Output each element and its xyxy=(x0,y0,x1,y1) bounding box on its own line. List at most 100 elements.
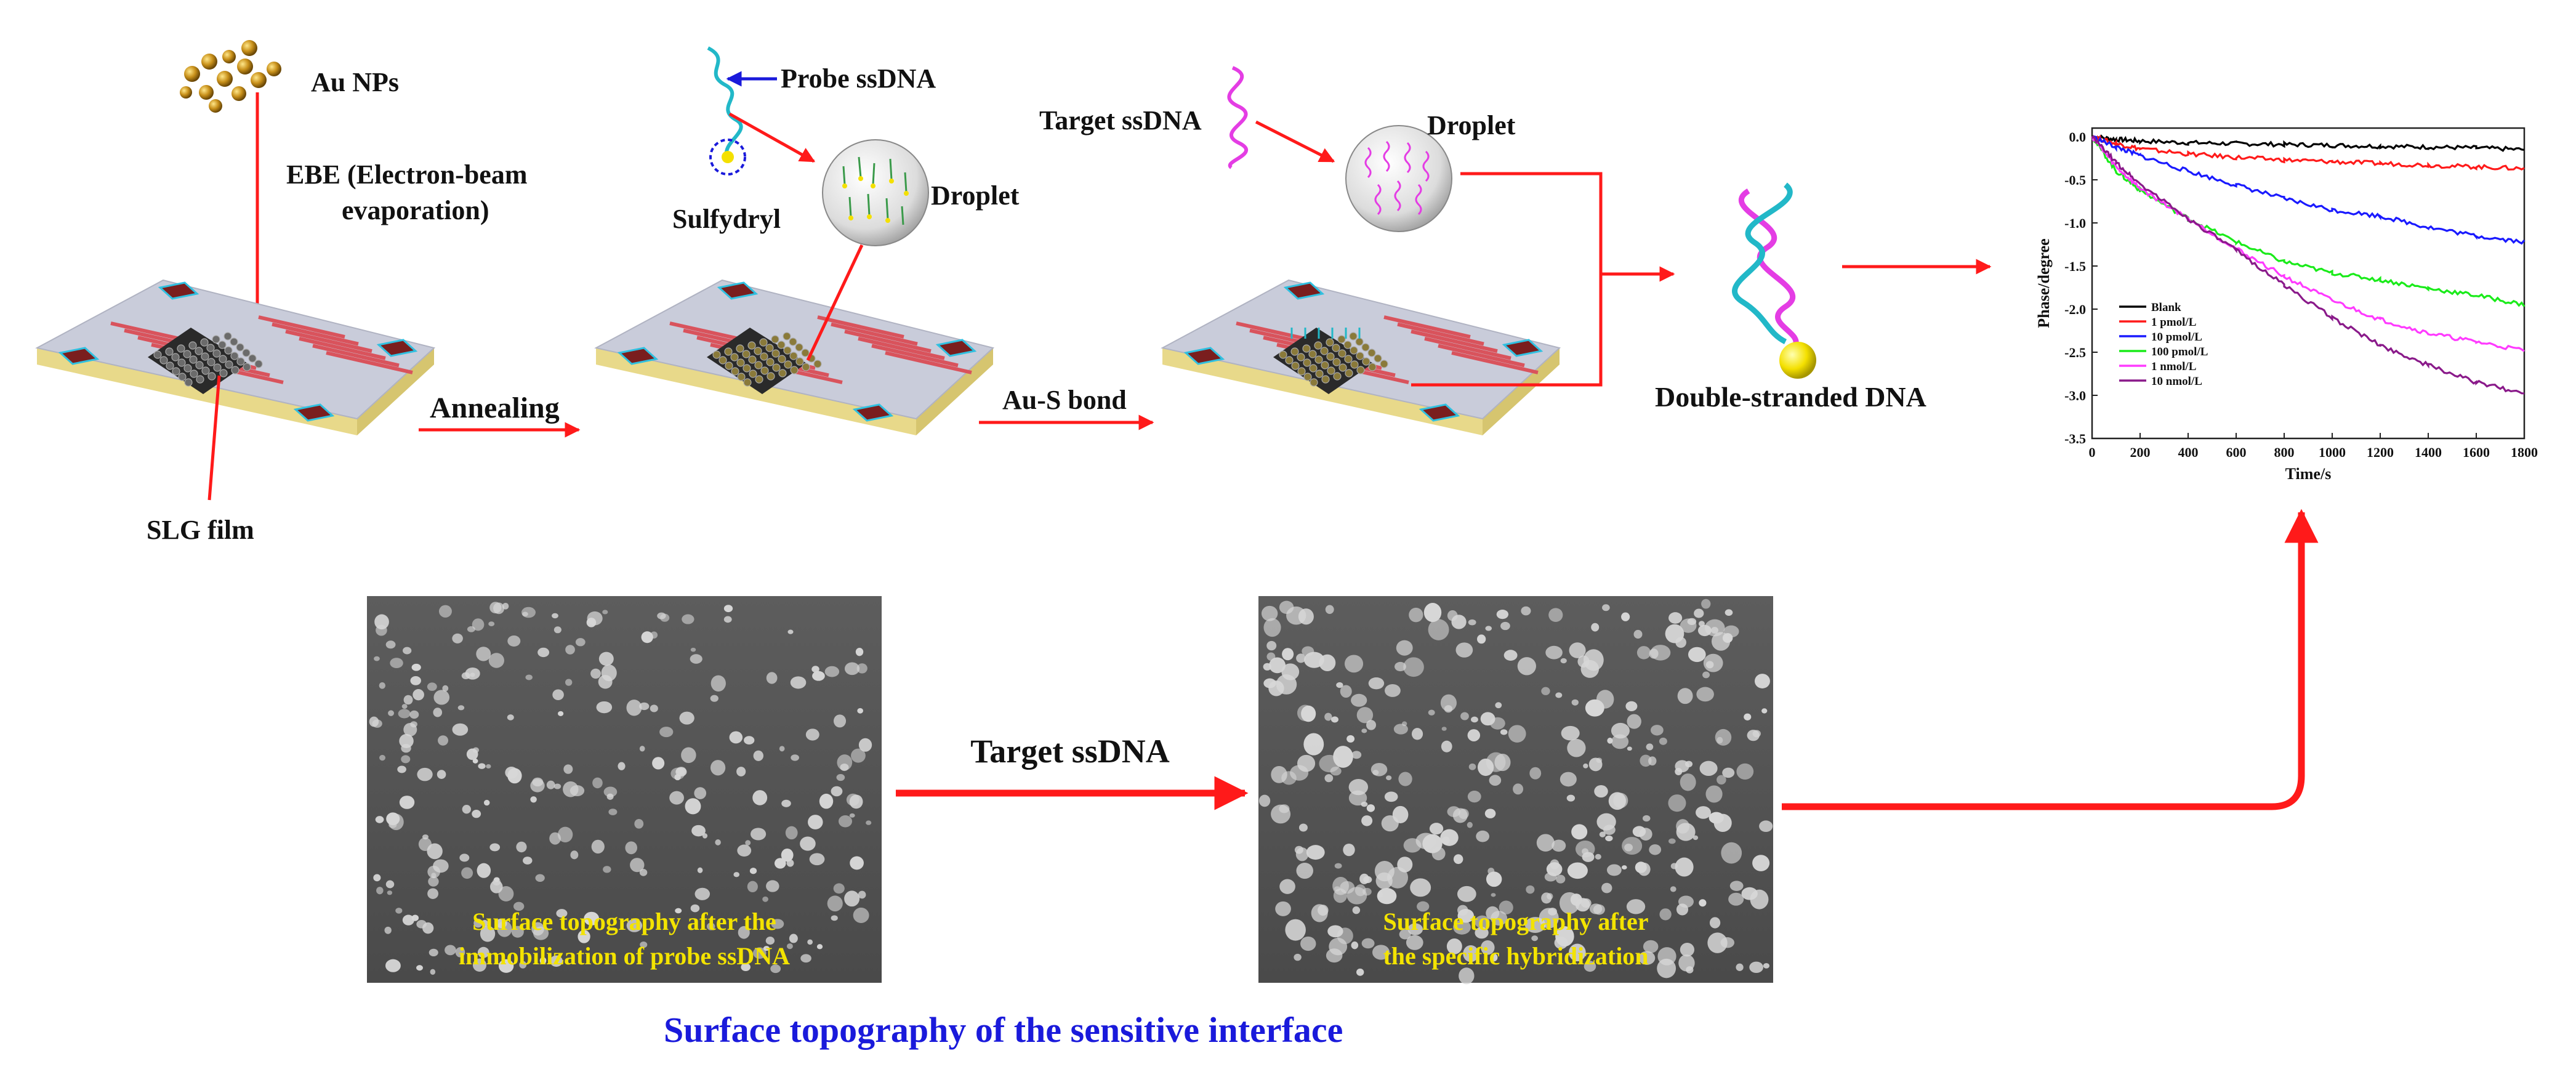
graphene-hexagon xyxy=(190,369,198,378)
sem-particle xyxy=(1332,877,1350,895)
sem-particle xyxy=(1440,829,1459,846)
graphene-hexagon xyxy=(1362,357,1371,366)
graphene-hexagon xyxy=(224,346,233,355)
graphene-hexagon xyxy=(1327,366,1335,375)
sem-particle xyxy=(1642,815,1651,822)
sem-particle xyxy=(765,937,775,945)
sem-particle xyxy=(831,915,838,921)
sem-particle xyxy=(507,635,521,647)
graphene-hexagon xyxy=(718,356,727,365)
sem-particle xyxy=(639,746,645,752)
sem-particle xyxy=(472,810,481,818)
sem-particle xyxy=(445,945,456,956)
sem-image-hybridized xyxy=(1258,596,1773,985)
sem-particle xyxy=(781,848,794,862)
sem-particle xyxy=(694,787,707,799)
sem-particle xyxy=(786,943,793,950)
sem-particle xyxy=(1361,728,1367,733)
sem-particle xyxy=(807,939,813,945)
electrode-finger xyxy=(871,344,959,368)
sem-particle xyxy=(385,640,396,649)
sem-particle xyxy=(1649,844,1662,855)
sem-particle xyxy=(682,614,694,624)
sem-particle xyxy=(1428,709,1435,716)
sem-particle xyxy=(1406,935,1423,950)
sem-particle xyxy=(1607,737,1613,744)
sem-particle xyxy=(1372,945,1390,960)
sem-particle xyxy=(1490,717,1505,730)
label-target-ssdna-top: Target ssDNA xyxy=(1039,105,1202,135)
sem-particle xyxy=(831,786,843,797)
sem-particle xyxy=(1268,680,1284,696)
sem-particle xyxy=(844,890,860,907)
sem-particle xyxy=(1571,824,1588,840)
sem-particle xyxy=(855,647,864,656)
graphene-hexagon xyxy=(1356,352,1364,360)
graphene-hexagon xyxy=(801,349,810,357)
sem-particle xyxy=(1385,684,1401,697)
graphene-hexagon xyxy=(783,332,791,341)
sem-particle xyxy=(1702,671,1710,679)
sem-particle xyxy=(1422,834,1443,853)
graphene-hexagon xyxy=(1303,358,1311,367)
sem-particle xyxy=(805,728,819,741)
label-probe-ssdna: Probe ssDNA xyxy=(781,63,936,94)
graphene-hexagon xyxy=(159,356,168,365)
sem-particle xyxy=(402,914,414,926)
sem-particle xyxy=(1594,785,1608,798)
probe-ssdna-strand-icon xyxy=(707,46,743,163)
chip-bare-graphene xyxy=(35,279,436,435)
electrode-finger xyxy=(1383,315,1471,339)
sem-particle xyxy=(840,763,849,772)
sem-particle xyxy=(1324,712,1332,721)
sem-particle xyxy=(1569,943,1586,962)
sem-particle xyxy=(836,774,845,781)
sem-particle xyxy=(866,820,872,825)
sem-particle xyxy=(626,919,643,932)
sem-particle xyxy=(558,711,564,716)
sem-particle xyxy=(1701,599,1711,609)
sem-particle xyxy=(472,958,487,972)
sem-particle xyxy=(1393,724,1408,735)
sem-particle xyxy=(1707,932,1728,953)
graphene-hexagon xyxy=(1344,355,1353,363)
sem-particle xyxy=(488,653,504,668)
sem-particle xyxy=(1333,746,1353,768)
graphene-hexagon xyxy=(219,369,228,377)
graphene-hexagon xyxy=(153,350,162,359)
sem-particle xyxy=(737,844,752,857)
graphene-hexagon xyxy=(213,363,222,372)
graphene-hexagon xyxy=(742,350,751,358)
sem-particle xyxy=(427,682,437,691)
legend-label: 100 pmol/L xyxy=(2151,345,2208,358)
sem-particle xyxy=(1463,945,1479,962)
graphene-hexagon xyxy=(1349,332,1358,341)
sem-particle xyxy=(1356,968,1364,976)
sem-particle xyxy=(1423,603,1442,623)
contact-pad xyxy=(58,347,100,365)
graphene-hexagon xyxy=(1337,335,1346,344)
sem-particle xyxy=(1705,785,1723,803)
sem-particle xyxy=(1611,722,1630,739)
sem-particle xyxy=(472,618,485,631)
sem-particle xyxy=(690,647,696,652)
sem-particle xyxy=(659,727,674,738)
sem-particle xyxy=(1490,953,1498,962)
sem-particle xyxy=(1627,746,1632,751)
sem-particle xyxy=(679,711,694,725)
sem-particle xyxy=(786,859,794,867)
sem-particle xyxy=(715,839,721,845)
graphene-hexagon xyxy=(1361,343,1370,352)
sem-particle xyxy=(1650,725,1664,736)
sem-particle xyxy=(824,666,840,677)
sem-particle xyxy=(1761,708,1768,714)
graphene-hexagon xyxy=(196,375,204,384)
graphene-hexagon xyxy=(223,332,232,341)
graphene-hexagon xyxy=(201,352,209,361)
sulfydryl-marker-icon xyxy=(709,139,746,175)
sem-particle xyxy=(681,747,696,764)
arrow-droplet1-to-chip xyxy=(806,244,864,361)
sem-particle xyxy=(1269,657,1286,674)
sem-particle xyxy=(372,719,382,728)
sem-particle xyxy=(1318,905,1329,916)
